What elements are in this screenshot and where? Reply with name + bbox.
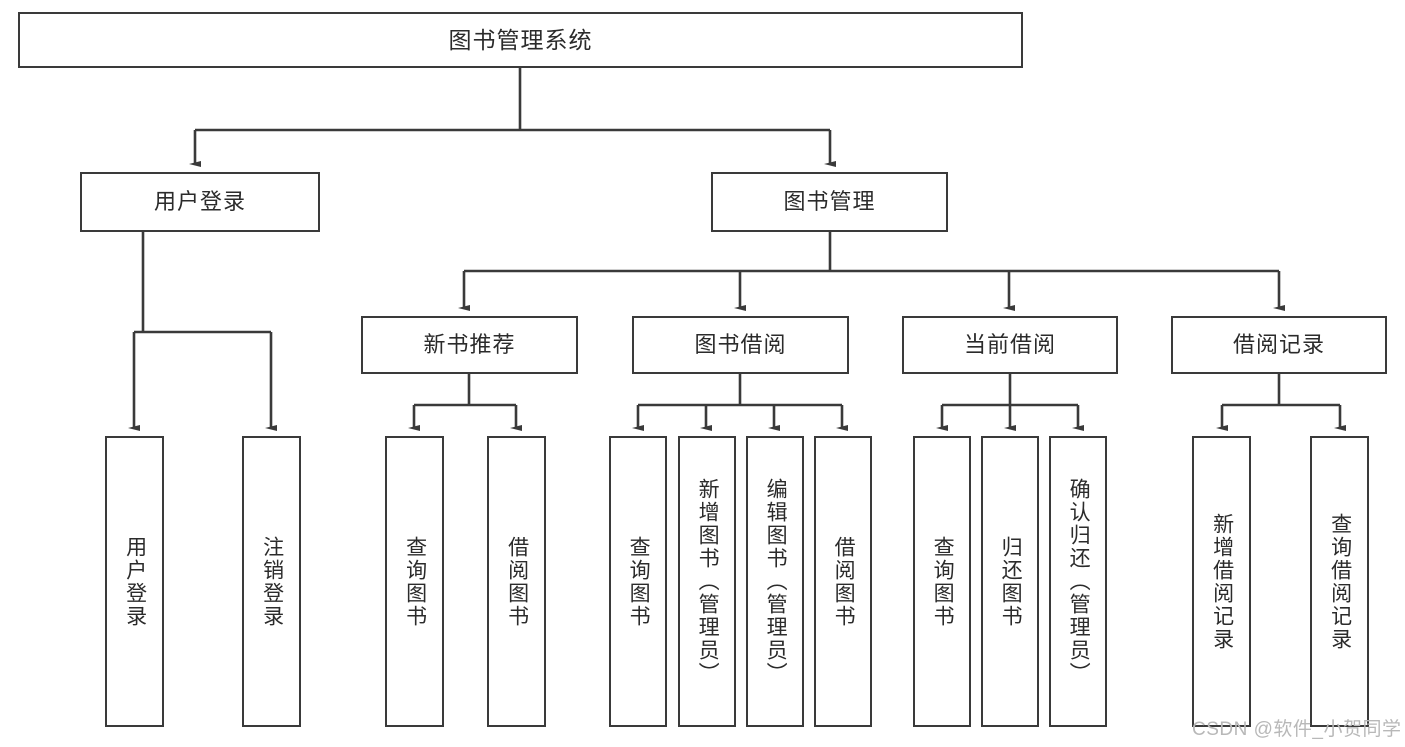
leaf-user-login-logout[interactable]: 注销登录 — [242, 436, 301, 727]
node-label: 确认归还（管理员） — [1067, 478, 1091, 685]
node-label: 图书管理系统 — [448, 26, 593, 53]
leaf-borrow-record-add-record[interactable]: 新增借阅记录 — [1192, 436, 1251, 727]
leaf-book-borrow-add-book-admin[interactable]: 新增图书（管理员） — [678, 436, 736, 727]
node-book-borrow[interactable]: 图书借阅 — [632, 316, 849, 374]
node-label: 新增图书（管理员） — [696, 478, 720, 685]
node-label: 借阅记录 — [1232, 332, 1325, 358]
node-label: 借阅图书 — [832, 535, 856, 628]
node-label: 图书借阅 — [694, 332, 787, 358]
node-label: 新书推荐 — [423, 332, 516, 358]
node-label: 图书管理 — [783, 189, 876, 215]
leaf-current-borrow-confirm-return-admin[interactable]: 确认归还（管理员） — [1049, 436, 1107, 727]
node-label: 查询图书 — [931, 535, 955, 628]
node-label: 编辑图书（管理员） — [764, 478, 788, 685]
leaf-current-borrow-return-book[interactable]: 归还图书 — [981, 436, 1039, 727]
csdn-watermark: CSDN @软件_小贺同学 — [1192, 719, 1402, 740]
leaf-new-book-query-book[interactable]: 查询图书 — [385, 436, 444, 727]
node-label: 注销登录 — [260, 535, 284, 628]
leaf-book-borrow-query-book[interactable]: 查询图书 — [609, 436, 667, 727]
node-root-book-management-system[interactable]: 图书管理系统 — [18, 12, 1023, 68]
node-label: 借阅图书 — [505, 535, 529, 628]
node-label: 查询借阅记录 — [1328, 512, 1352, 651]
node-book-management[interactable]: 图书管理 — [711, 172, 948, 232]
node-borrow-record[interactable]: 借阅记录 — [1171, 316, 1387, 374]
leaf-current-borrow-query-book[interactable]: 查询图书 — [913, 436, 971, 727]
node-label: 当前借阅 — [963, 332, 1056, 358]
leaf-book-borrow-edit-book-admin[interactable]: 编辑图书（管理员） — [746, 436, 804, 727]
node-label: 新增借阅记录 — [1210, 512, 1234, 651]
leaf-user-login-login[interactable]: 用户登录 — [105, 436, 164, 727]
node-current-borrow[interactable]: 当前借阅 — [902, 316, 1118, 374]
node-user-login[interactable]: 用户登录 — [80, 172, 320, 232]
leaf-borrow-record-query-record[interactable]: 查询借阅记录 — [1310, 436, 1369, 727]
node-label: 查询图书 — [403, 535, 427, 628]
leaf-book-borrow-borrow-book[interactable]: 借阅图书 — [814, 436, 872, 727]
node-new-book-recommend[interactable]: 新书推荐 — [361, 316, 578, 374]
node-label: 用户登录 — [153, 189, 246, 215]
node-label: 查询图书 — [627, 535, 651, 628]
node-label: 归还图书 — [999, 535, 1023, 628]
leaf-new-book-borrow-book[interactable]: 借阅图书 — [487, 436, 546, 727]
node-label: 用户登录 — [123, 535, 147, 628]
